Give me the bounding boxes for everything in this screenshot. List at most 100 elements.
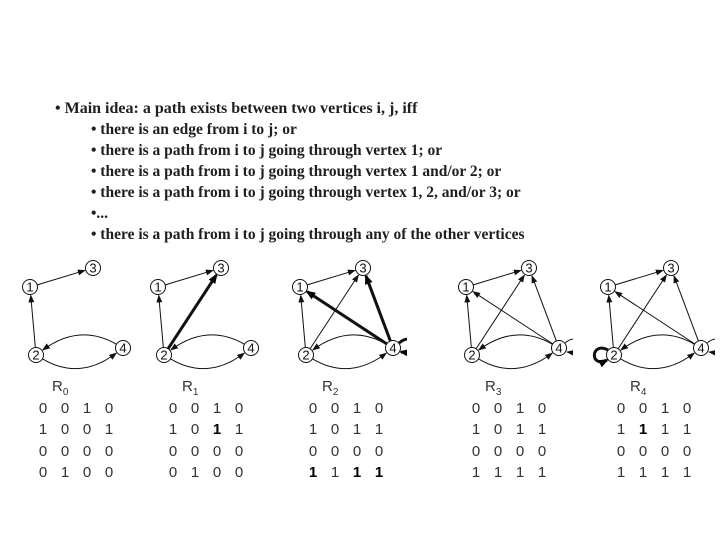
- matrix-cell: 1: [515, 400, 525, 417]
- matrix-cell: 0: [82, 421, 92, 439]
- node-3: [213, 260, 229, 276]
- matrix-cell: 1: [308, 421, 318, 439]
- matrix-cell: 0: [104, 463, 114, 481]
- node-label-1: 1: [296, 280, 303, 295]
- matrix-label-letter: R: [322, 378, 333, 395]
- matrix-label: R3: [465, 376, 553, 398]
- matrix-cell: 0: [234, 442, 244, 460]
- matrix-cell: 1: [471, 421, 481, 439]
- node-2: [28, 347, 44, 363]
- node-3: [85, 260, 101, 276]
- matrix-cell: 0: [660, 442, 670, 460]
- matrix-cell: 0: [682, 400, 692, 417]
- main-idea-text: • Main idea: a path exists between two v…: [55, 100, 418, 117]
- matrix-cell: 1: [212, 400, 222, 417]
- matrix-cell: 0: [471, 400, 481, 417]
- node-label-2: 2: [610, 348, 617, 363]
- matrix-cell: 0: [212, 442, 222, 460]
- node-label-2: 2: [32, 348, 39, 363]
- bullet-vertex-1: • there is a path from i to j going thro…: [91, 142, 443, 159]
- matrix-label-letter: R: [52, 378, 63, 395]
- self-loop-4: [564, 338, 573, 356]
- edge-2-to-1: [156, 294, 164, 348]
- edge-2-to-1: [464, 294, 472, 348]
- node-label-2: 2: [302, 348, 309, 363]
- matrix-cell: 0: [330, 421, 340, 439]
- self-loop-4-new: [398, 337, 407, 357]
- node-1: [150, 279, 166, 295]
- matrix-cell: 0: [471, 442, 481, 460]
- matrix-cell: 0: [82, 463, 92, 481]
- node-1: [22, 279, 38, 295]
- matrix-cell: 1: [537, 421, 547, 439]
- node-4: [243, 340, 259, 356]
- matrix-cell: 1: [190, 463, 200, 481]
- edge-4-to-3: [531, 275, 557, 342]
- node-4: [551, 340, 567, 356]
- matrix-cell-new: 1: [638, 421, 648, 439]
- matrix-cell-new: 1: [352, 463, 362, 481]
- matrix-cell: 0: [537, 442, 547, 460]
- node-1: [600, 279, 616, 295]
- matrix-label-subscript: 1: [192, 387, 199, 398]
- matrix-label: R4: [610, 376, 698, 398]
- matrix-cell: 0: [638, 442, 648, 460]
- matrix-cell: 1: [682, 463, 692, 481]
- matrix-cell: 0: [616, 400, 626, 417]
- matrix-cell: 1: [515, 463, 525, 481]
- node-label-3: 3: [667, 261, 674, 276]
- matrix-cell: 0: [168, 463, 178, 481]
- node-label-3: 3: [525, 261, 532, 276]
- matrix-cell: 0: [104, 400, 114, 417]
- matrix-cell: 0: [682, 442, 692, 460]
- matrix-cell: 0: [493, 442, 503, 460]
- matrix-cell: 0: [234, 463, 244, 481]
- bullet-vertex-1-2-3: • there is a path from i to j going thro…: [91, 184, 521, 201]
- matrix-cell: 1: [537, 463, 547, 481]
- edge-1-to-3: [615, 269, 664, 286]
- edge-1-to-3: [473, 269, 522, 286]
- bullet-vertex-1-2: • there is a path from i to j going thro…: [91, 163, 502, 180]
- edge-1-to-3: [165, 269, 214, 286]
- matrix-label-subscript: 2: [332, 387, 339, 398]
- matrix-label-letter: R: [182, 378, 193, 395]
- matrix-cell: 0: [168, 400, 178, 417]
- matrix-cell: 1: [352, 400, 362, 417]
- edge-2-to-3: [309, 274, 359, 350]
- matrix-cell: 0: [330, 400, 340, 417]
- matrix-cell: 0: [308, 442, 318, 460]
- node-3: [521, 260, 537, 276]
- bullet-ellipsis: •...: [91, 205, 109, 222]
- matrix-cell-new: 1: [212, 421, 222, 439]
- matrix-cell: 0: [374, 400, 384, 417]
- node-4: [115, 340, 131, 356]
- edge-2-to-4: [42, 352, 118, 370]
- edge-2-to-4: [170, 352, 246, 370]
- matrix-cell: 0: [616, 442, 626, 460]
- matrix-cell: 1: [660, 421, 670, 439]
- edge-1-to-3: [37, 269, 86, 286]
- node-label-1: 1: [154, 280, 161, 295]
- edge-4-to-3: [673, 275, 699, 342]
- node-label-4: 4: [247, 341, 254, 356]
- matrix-cell: 0: [60, 421, 70, 439]
- edge-2-to-3: [475, 274, 525, 350]
- matrix-cell-new: 1: [374, 463, 384, 481]
- matrix-cell: 1: [638, 463, 648, 481]
- matrix-cell: 0: [38, 400, 48, 417]
- edge-4-to-3-new: [364, 274, 392, 342]
- edge-1-to-3: [307, 269, 356, 286]
